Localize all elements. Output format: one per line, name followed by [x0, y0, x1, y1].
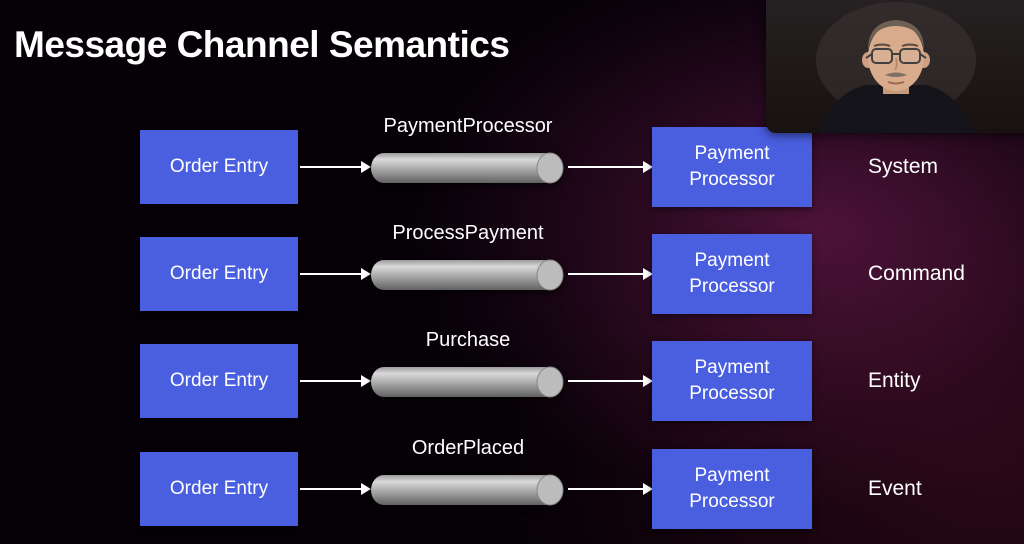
- arrow-icon: [300, 375, 371, 387]
- channel-label: PaymentProcessor: [383, 115, 553, 137]
- order-entry-box: Order Entry: [140, 237, 298, 311]
- channel-label: ProcessPayment: [392, 222, 544, 244]
- arrow-icon: [568, 375, 653, 387]
- arrow-icon: [568, 268, 653, 280]
- diagram-row-event: Order Entry OrderPlaced Payment Processo…: [0, 437, 1024, 541]
- message-channel-cylinder: [371, 259, 564, 291]
- payment-processor-box: Payment Processor: [652, 234, 812, 314]
- presenter-avatar: [766, 0, 1024, 133]
- diagram-row-command: Order Entry ProcessPayment Payment Proce…: [0, 222, 1024, 326]
- presenter-webcam: [766, 0, 1024, 133]
- order-entry-box: Order Entry: [140, 452, 298, 526]
- arrow-icon: [568, 483, 653, 495]
- arrow-icon: [300, 161, 371, 173]
- arrow-icon: [568, 161, 653, 173]
- slide-title: Message Channel Semantics: [14, 24, 510, 65]
- order-entry-box: Order Entry: [140, 344, 298, 418]
- semantic-label: Entity: [868, 369, 921, 392]
- message-channel-cylinder: [371, 366, 564, 398]
- semantic-label: Event: [868, 477, 922, 500]
- channel-label: Purchase: [425, 329, 511, 351]
- semantic-label: Command: [868, 262, 965, 285]
- arrow-icon: [300, 268, 371, 280]
- order-entry-box: Order Entry: [140, 130, 298, 204]
- semantic-label: System: [868, 155, 939, 178]
- message-channel-cylinder: [371, 474, 564, 506]
- message-channel-cylinder: [371, 152, 564, 184]
- payment-processor-box: Payment Processor: [652, 449, 812, 529]
- diagram-row-entity: Order Entry Purchase Payment Processor E…: [0, 329, 1024, 433]
- payment-processor-box: Payment Processor: [652, 127, 812, 207]
- channel-label: OrderPlaced: [411, 437, 525, 459]
- payment-processor-box: Payment Processor: [652, 341, 812, 421]
- diagram-row-system: Order Entry PaymentProcessor Payment Pro…: [0, 115, 1024, 219]
- arrow-icon: [300, 483, 371, 495]
